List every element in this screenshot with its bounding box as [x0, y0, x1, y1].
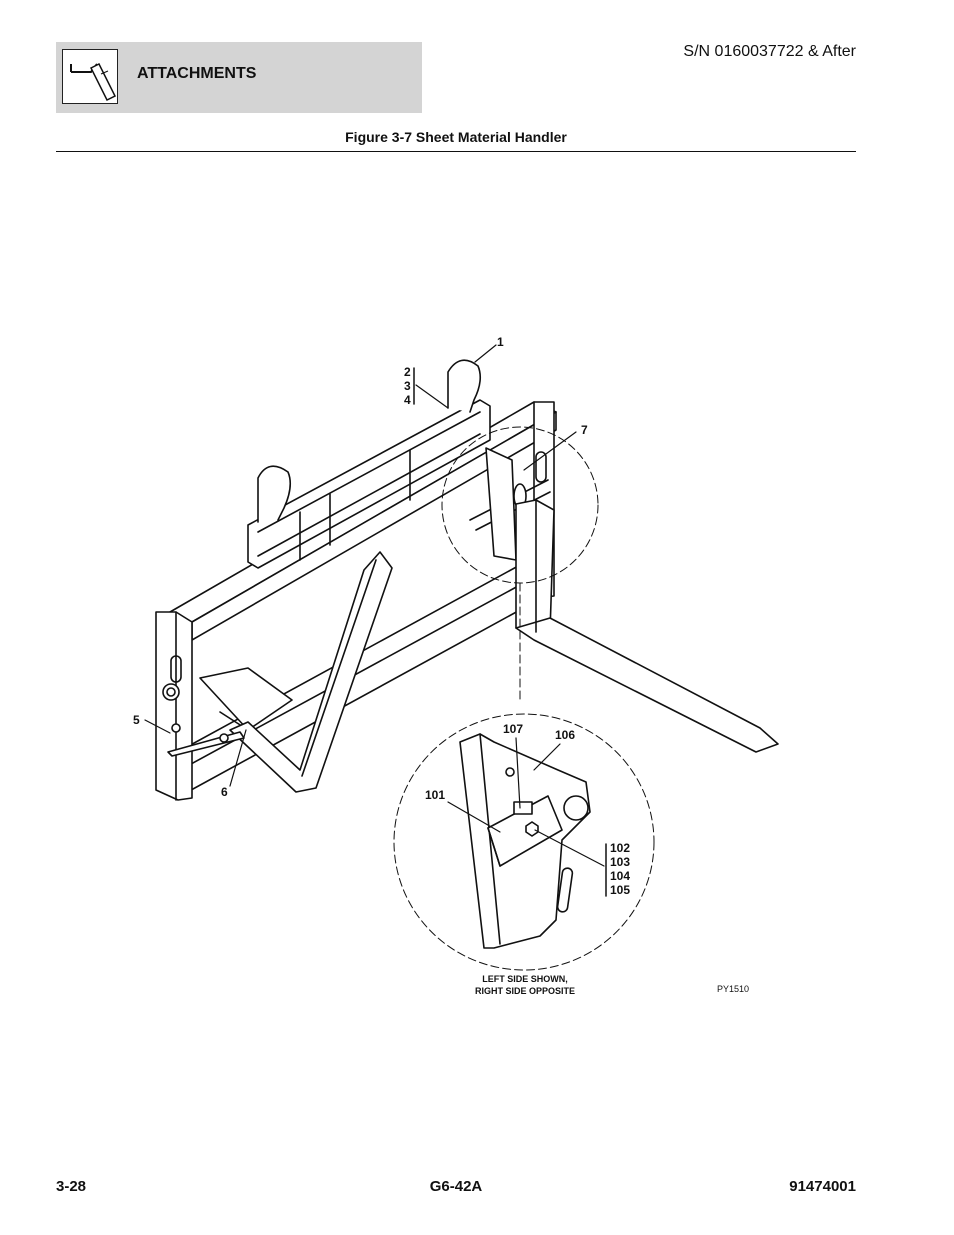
callout-3: 3: [404, 379, 411, 393]
attachment-hook-icon: [62, 49, 118, 104]
callout-4: 4: [404, 393, 411, 407]
callout-107: 107: [503, 722, 523, 736]
callout-6: 6: [221, 785, 228, 799]
callout-105: 105: [610, 883, 630, 897]
model-number: G6-42A: [429, 1178, 483, 1195]
header-rule: [56, 151, 856, 152]
callout-101: 101: [425, 788, 445, 802]
drawing-code: PY1510: [717, 984, 749, 994]
callout-7: 7: [581, 423, 588, 437]
callout-104: 104: [610, 869, 630, 883]
section-title: ATTACHMENTS: [137, 65, 257, 82]
view-note-line-1: LEFT SIDE SHOWN,: [482, 974, 568, 984]
callout-5: 5: [133, 713, 140, 727]
serial-number-range: S/N 0160037722 & After: [683, 43, 856, 60]
view-note-line-2: RIGHT SIDE OPPOSITE: [475, 986, 575, 996]
callout-103: 103: [610, 855, 630, 869]
figure-caption: Figure 3-7 Sheet Material Handler: [345, 129, 567, 145]
manual-part-number: 91474001: [789, 1178, 856, 1195]
callout-102: 102: [610, 841, 630, 855]
callout-106: 106: [555, 728, 575, 742]
callout-1: 1: [497, 335, 504, 349]
callout-2: 2: [404, 365, 411, 379]
page-number: 3-28: [56, 1178, 87, 1195]
